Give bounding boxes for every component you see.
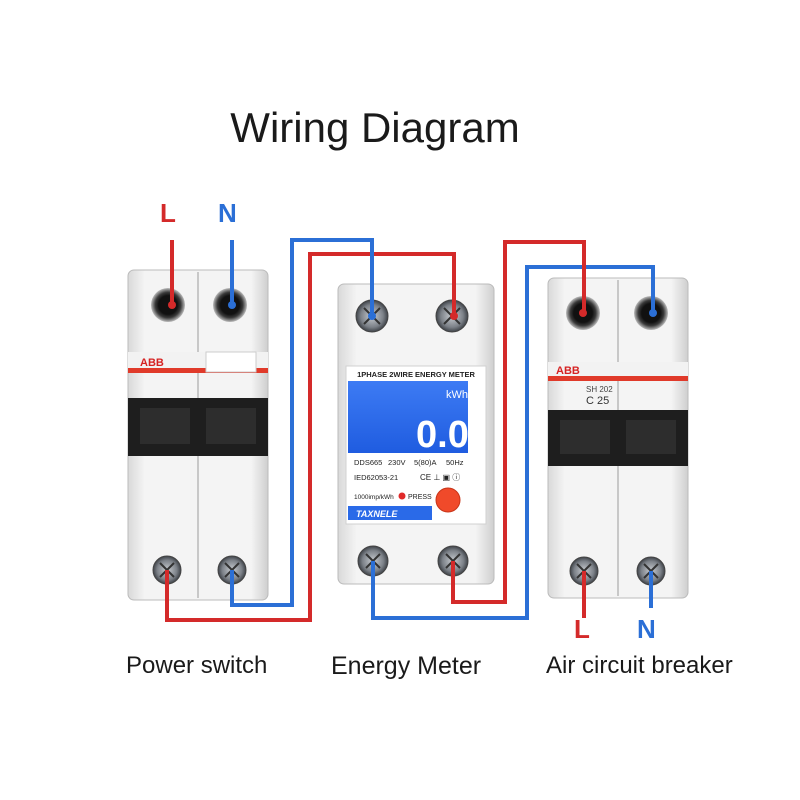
meter-voltage: 230V — [388, 458, 406, 467]
air-breaker-caption: Air circuit breaker — [546, 652, 733, 679]
lcd-display — [348, 381, 468, 453]
indicator-window — [205, 351, 257, 373]
meter-standard: IED62053-21 — [354, 473, 398, 482]
input-neutral-label: N — [218, 198, 237, 228]
meter-model: DDS665 — [354, 458, 382, 467]
press-label: PRESS — [408, 494, 432, 501]
wire-end-dot — [368, 312, 376, 320]
output-live-label: L — [574, 614, 590, 644]
power-switch: ABB — [127, 269, 269, 601]
wires — [165, 238, 657, 622]
meter-frequency: 50Hz — [446, 458, 464, 467]
diagram-title: Wiring Diagram — [230, 104, 520, 151]
toggle-left — [140, 408, 190, 444]
lcd-reading: 0.0 — [416, 414, 469, 456]
wire-end-dot — [649, 309, 657, 317]
output-neutral-label: N — [637, 614, 656, 644]
meter-header: 1PHASE 2WIRE ENERGY METER — [357, 370, 475, 379]
press-button[interactable] — [435, 487, 461, 513]
breaker-brand: ABB — [556, 365, 580, 377]
red-band — [128, 368, 268, 373]
power-switch-caption: Power switch — [126, 652, 268, 679]
wire-meter-to-breaker-live — [451, 240, 586, 604]
breaker-rating: C 25 — [586, 395, 609, 407]
brand-bar — [348, 506, 432, 520]
pulse-led — [398, 492, 406, 500]
wire-end-dot — [168, 301, 176, 309]
energy-meter: 1PHASE 2WIRE ENERGY METER kWh 0.0 DDS665… — [337, 283, 495, 585]
cert-marks: CE ⊥ ▣ ⓘ — [420, 473, 460, 482]
meter-impulse: 1000imp/kWh — [354, 494, 394, 501]
breaker-model: SH 202 — [586, 385, 613, 394]
meter-current: 5(80)A — [414, 458, 437, 467]
wire-end-dot — [450, 312, 458, 320]
wire-switch-to-meter-neutral — [230, 238, 374, 607]
red-band — [548, 376, 688, 381]
brand-strip — [548, 362, 688, 378]
brand-logo: ABB — [140, 357, 164, 369]
input-live-label: L — [160, 198, 176, 228]
air-circuit-breaker: ABB SH 202 C 25 — [547, 277, 689, 599]
wire-end-dot — [579, 309, 587, 317]
meter-brand: TAXNELE — [356, 509, 398, 519]
toggle-right — [626, 420, 676, 454]
toggle-left — [560, 420, 610, 454]
lcd-unit: kWh — [446, 389, 468, 401]
energy-meter-caption: Energy Meter — [331, 652, 482, 680]
wire-end-dot — [228, 301, 236, 309]
toggle-right — [206, 408, 256, 444]
wire-meter-to-breaker-neutral — [371, 265, 655, 620]
wire-switch-to-meter-live — [165, 252, 456, 622]
